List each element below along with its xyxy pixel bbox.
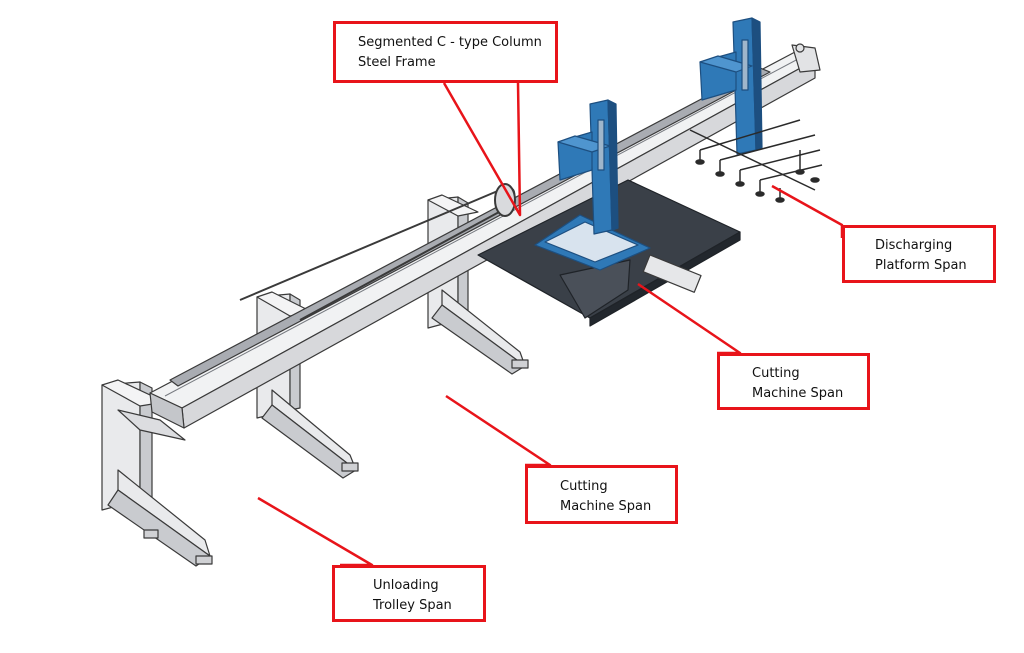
c-frame-support-1 [101, 379, 213, 567]
leader-discharging [771, 184, 844, 238]
leader-column-frame [442, 82, 522, 217]
callout-column-frame: Segmented C - type Column Steel Frame [333, 21, 558, 83]
callout-text-line: Segmented C - type Column [358, 35, 542, 50]
c-frame-support-3 [427, 194, 529, 375]
drag-chain-loop [239, 183, 516, 321]
callout-text-line: Platform Span [875, 258, 967, 273]
callout-text-line: Machine Span [752, 386, 844, 401]
callout-text-line: Cutting [560, 479, 608, 494]
leader-cutting-lower [445, 394, 552, 467]
cutting-table-grate [477, 179, 741, 327]
gantry-column-blue-1 [557, 99, 619, 235]
discharging-suction-rack [689, 119, 823, 203]
callout-text-line: Cutting [752, 366, 800, 381]
callout-text-line: Discharging [875, 238, 953, 253]
callout-unloading-trolley: Unloading Trolley Span [332, 565, 486, 622]
callout-discharging-platform: Discharging Platform Span [842, 225, 996, 283]
callout-cutting-span-upper: Cutting Machine Span [717, 353, 870, 410]
callout-text-line: Trolley Span [373, 598, 452, 613]
callout-text-line: Machine Span [560, 499, 652, 514]
leader-unloading [257, 496, 374, 567]
leader-cutting-upper [637, 282, 742, 355]
callout-text-line: Steel Frame [358, 55, 436, 70]
callout-text-line: Unloading [373, 578, 439, 593]
callout-cutting-span-lower: Cutting Machine Span [525, 465, 678, 524]
